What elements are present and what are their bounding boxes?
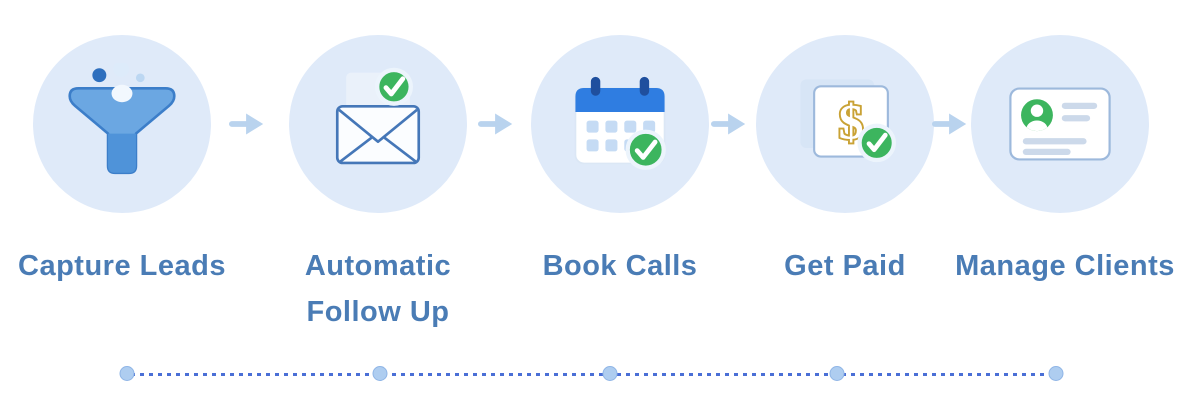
timeline-node bbox=[372, 366, 388, 381]
check-badge bbox=[625, 129, 666, 170]
calendar-check-icon bbox=[574, 76, 666, 170]
right-arrow-icon bbox=[711, 113, 746, 135]
timeline-node bbox=[602, 366, 618, 381]
progress-timeline bbox=[119, 366, 1064, 382]
step-label-capture-leads: Capture Leads bbox=[18, 250, 226, 282]
step-circle-capture-leads bbox=[33, 35, 211, 213]
timeline-node bbox=[1048, 366, 1064, 381]
step-circle-automatic-follow-up bbox=[289, 35, 467, 213]
right-arrow-icon bbox=[478, 113, 513, 135]
right-arrow-icon bbox=[932, 113, 967, 135]
payment-check-icon: $ bbox=[800, 79, 896, 163]
step-label-automatic-follow-up: Automatic Follow Up bbox=[304, 250, 452, 329]
envelope-check-icon bbox=[335, 67, 421, 165]
step-label-manage-clients: Manage Clients bbox=[955, 250, 1175, 282]
timeline-line bbox=[131, 372, 1052, 376]
funnel-icon bbox=[68, 63, 176, 175]
step-circle-get-paid: $ bbox=[756, 35, 934, 213]
contact-card-icon bbox=[1009, 87, 1111, 161]
step-circle-book-calls bbox=[531, 35, 709, 213]
person-badge bbox=[1021, 99, 1053, 132]
step-label-get-paid: Get Paid bbox=[784, 250, 906, 282]
timeline-node bbox=[829, 366, 845, 381]
right-arrow-icon bbox=[229, 113, 264, 135]
timeline-node bbox=[119, 366, 135, 381]
step-label-book-calls: Book Calls bbox=[542, 250, 698, 282]
step-circle-manage-clients bbox=[971, 35, 1149, 213]
